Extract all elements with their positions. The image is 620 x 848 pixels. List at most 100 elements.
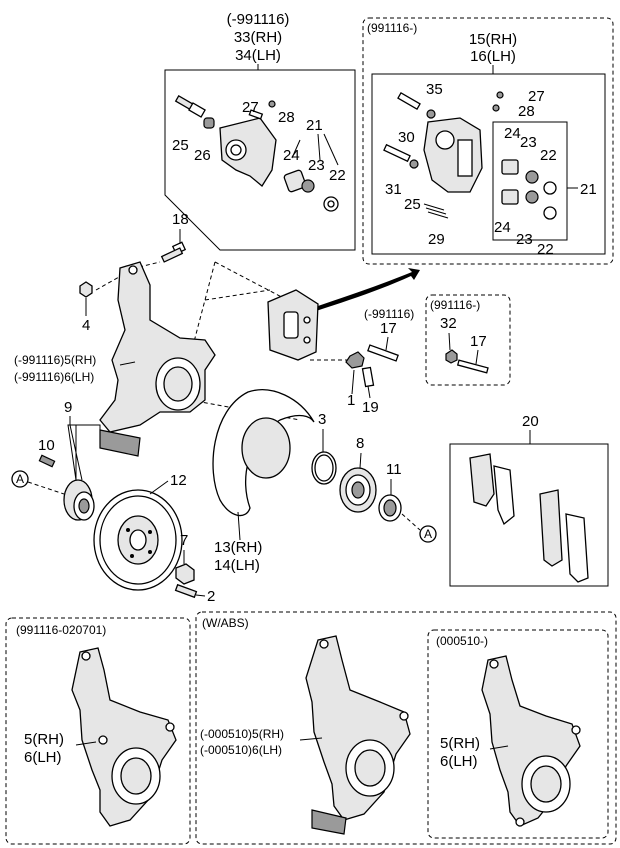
bottom-right-code: (000510-)	[436, 634, 488, 648]
caliper-old-frame	[164, 69, 356, 251]
guide-bolt-31	[383, 143, 411, 163]
piston-24-new-b	[501, 189, 519, 205]
brake-disc-12	[93, 489, 183, 591]
caliper-new-lh: 16(LH)	[470, 48, 516, 65]
callout-32: 32	[440, 315, 457, 332]
dust-shield	[212, 389, 315, 517]
callout-26: 26	[194, 147, 211, 164]
caliper-new-code: (991116-)	[367, 21, 417, 35]
callout-11: 11	[386, 461, 402, 478]
bottom-left-lh: 6(LH)	[24, 749, 62, 766]
knuckle-group-bottom-left: (991116-020701) 5(RH) 6(LH)	[5, 617, 191, 845]
bushing-25	[409, 159, 419, 169]
callout-10: 10	[38, 437, 55, 454]
caliper-body-old	[219, 117, 277, 187]
seal-35	[426, 109, 436, 119]
callout-2: 2	[207, 588, 215, 605]
reference-arrow	[315, 268, 420, 311]
bleeder-cap-27	[268, 100, 276, 108]
reference-a-right	[419, 525, 437, 543]
washer-32	[445, 349, 458, 364]
caliper-new-frame	[362, 17, 614, 265]
callout-25-new: 25	[404, 196, 421, 213]
callout-23-new-b: 23	[516, 231, 533, 248]
callout-3: 3	[318, 411, 326, 428]
callout-30: 30	[398, 129, 415, 146]
pad-clip-29	[423, 203, 449, 219]
bolt-17-new	[456, 359, 489, 374]
callout-1: 1	[347, 392, 355, 409]
abs-rh: (-000510)5(RH)	[200, 727, 284, 741]
callout-9: 9	[64, 399, 72, 416]
knuckle-old-lh: (-991116)6(LH)	[14, 370, 94, 384]
bolt-2	[174, 583, 198, 599]
bolt-old-code: (-991116)	[364, 307, 414, 321]
callout-22-new-a: 22	[540, 147, 557, 164]
callout-18: 18	[172, 211, 189, 228]
abs-lh: (-000510)6(LH)	[200, 743, 282, 757]
callout-17-old: 17	[380, 320, 397, 337]
callout-21-old: 21	[306, 117, 323, 134]
callout-22-new-b: 22	[537, 241, 554, 258]
caliper-new-rh: 15(RH)	[469, 31, 517, 48]
bottom-right-lh: 6(LH)	[440, 753, 478, 770]
bolt-18	[160, 241, 187, 263]
abs-title: (W/ABS)	[202, 616, 249, 630]
callout-7: 7	[180, 532, 188, 549]
callout-8: 8	[356, 435, 364, 452]
callout-25-old: 25	[172, 137, 189, 154]
knuckle-old-rh: (-991116)5(RH)	[14, 353, 96, 367]
callout-22-old: 22	[329, 167, 346, 184]
caliper-group-new: (991116-) 15(RH) 16(LH) 35 30 31	[362, 17, 614, 265]
callout-24-new-b: 24	[494, 219, 511, 236]
hub-bolt-10	[38, 454, 56, 468]
bottom-left-code: (991116-020701)	[16, 623, 106, 637]
disc-lh: 14(LH)	[214, 557, 260, 574]
caliper-group-old: (-991116) 33(RH) 34(LH) 27 28 25 26 21 2…	[164, 11, 356, 251]
callout-24-old: 24	[283, 147, 300, 164]
caliper-body-new	[423, 117, 483, 193]
caliper-old-code: (-991116)	[227, 11, 290, 28]
callout-23-old: 23	[308, 157, 325, 174]
seal-23	[301, 179, 315, 193]
callout-23-new-a: 23	[520, 134, 537, 151]
bottom-right-frame	[427, 629, 609, 839]
bolt-19	[361, 366, 375, 388]
callout-29: 29	[428, 231, 445, 248]
bolt-new-code: (991116-)	[430, 298, 480, 312]
bolt-group-new: (991116-) 32 17	[425, 294, 511, 386]
callout-20: 20	[522, 413, 539, 430]
callout-28-old: 28	[278, 109, 295, 126]
pad-set-frame	[449, 443, 609, 587]
lock-nut-7	[175, 563, 195, 585]
nut-4	[79, 281, 93, 298]
callout-19: 19	[362, 399, 379, 416]
callout-17-new: 17	[470, 333, 487, 350]
main-assembly: 18 4 (-991116)5(RH) (-991116)6(LH) (-991…	[11, 211, 437, 605]
steering-knuckle-old	[99, 261, 216, 433]
pad-c	[539, 489, 563, 567]
callout-4: 4	[82, 317, 90, 334]
guide-pin-25	[174, 95, 206, 118]
bolt-17-old	[367, 344, 399, 362]
caliper-new-inner-frame	[371, 73, 606, 255]
abs-frame	[195, 611, 617, 845]
caliper-old-rh: 33(RH)	[234, 29, 282, 46]
callout-12: 12	[170, 472, 187, 489]
pad-d	[565, 513, 589, 583]
guide-bolt-30	[397, 92, 421, 110]
bottom-left-rh: 5(RH)	[24, 731, 64, 748]
ref-a-right-label: A	[424, 527, 432, 541]
bleeder-screw-28-new	[492, 104, 500, 112]
bleeder-cap-27-new	[496, 91, 504, 99]
bottom-left-frame	[5, 617, 191, 845]
disc-rh: 13(RH)	[214, 539, 262, 556]
piston-kit-box	[492, 121, 568, 241]
pad-b	[493, 465, 515, 526]
callout-27-old: 27	[242, 99, 259, 116]
callout-35: 35	[426, 81, 443, 98]
wheel-hub-9	[63, 479, 95, 521]
callout-27-new: 27	[528, 88, 545, 105]
callout-28-new: 28	[518, 103, 535, 120]
